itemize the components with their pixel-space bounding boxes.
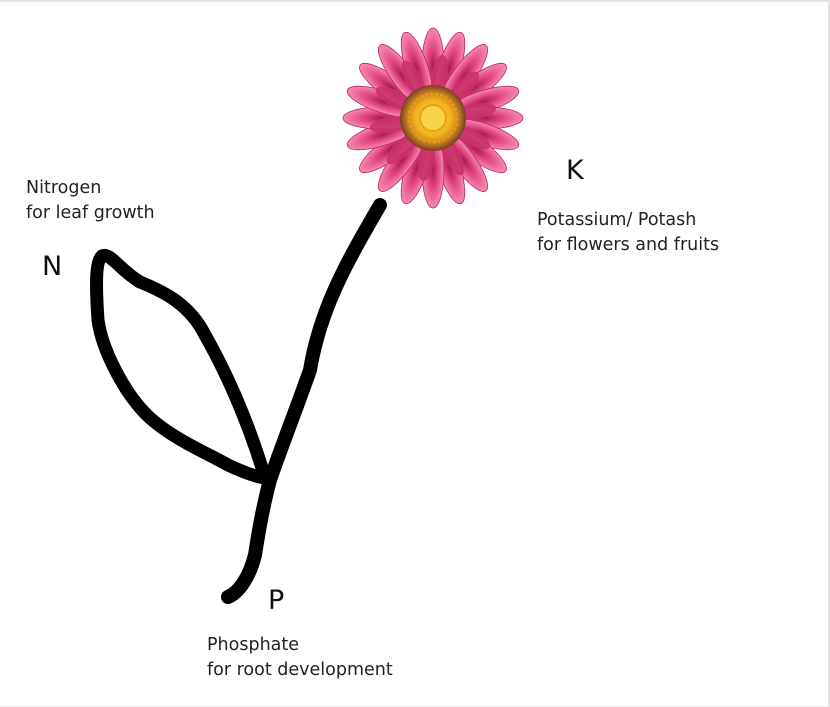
potassium-label: Potassium/ Potash for flowers and fruits [537,208,719,258]
phosphate-label: Phosphate for root development [207,633,393,683]
leaf-outline [97,255,265,478]
leaf [97,255,265,478]
phosphate-role: for root development [207,658,393,683]
flower-center [420,105,446,131]
nitrogen-symbol: N [42,253,62,280]
nitrogen-label: Nitrogen for leaf growth [26,176,155,226]
daisy-flower-icon [343,28,523,208]
main-stem [228,205,380,597]
potassium-symbol: K [566,157,584,184]
stem [228,205,380,597]
nitrogen-name: Nitrogen [26,176,155,201]
phosphate-symbol: P [268,587,284,614]
potassium-name: Potassium/ Potash [537,208,719,233]
potassium-role: for flowers and fruits [537,233,719,258]
phosphate-name: Phosphate [207,633,393,658]
nitrogen-role: for leaf growth [26,201,155,226]
